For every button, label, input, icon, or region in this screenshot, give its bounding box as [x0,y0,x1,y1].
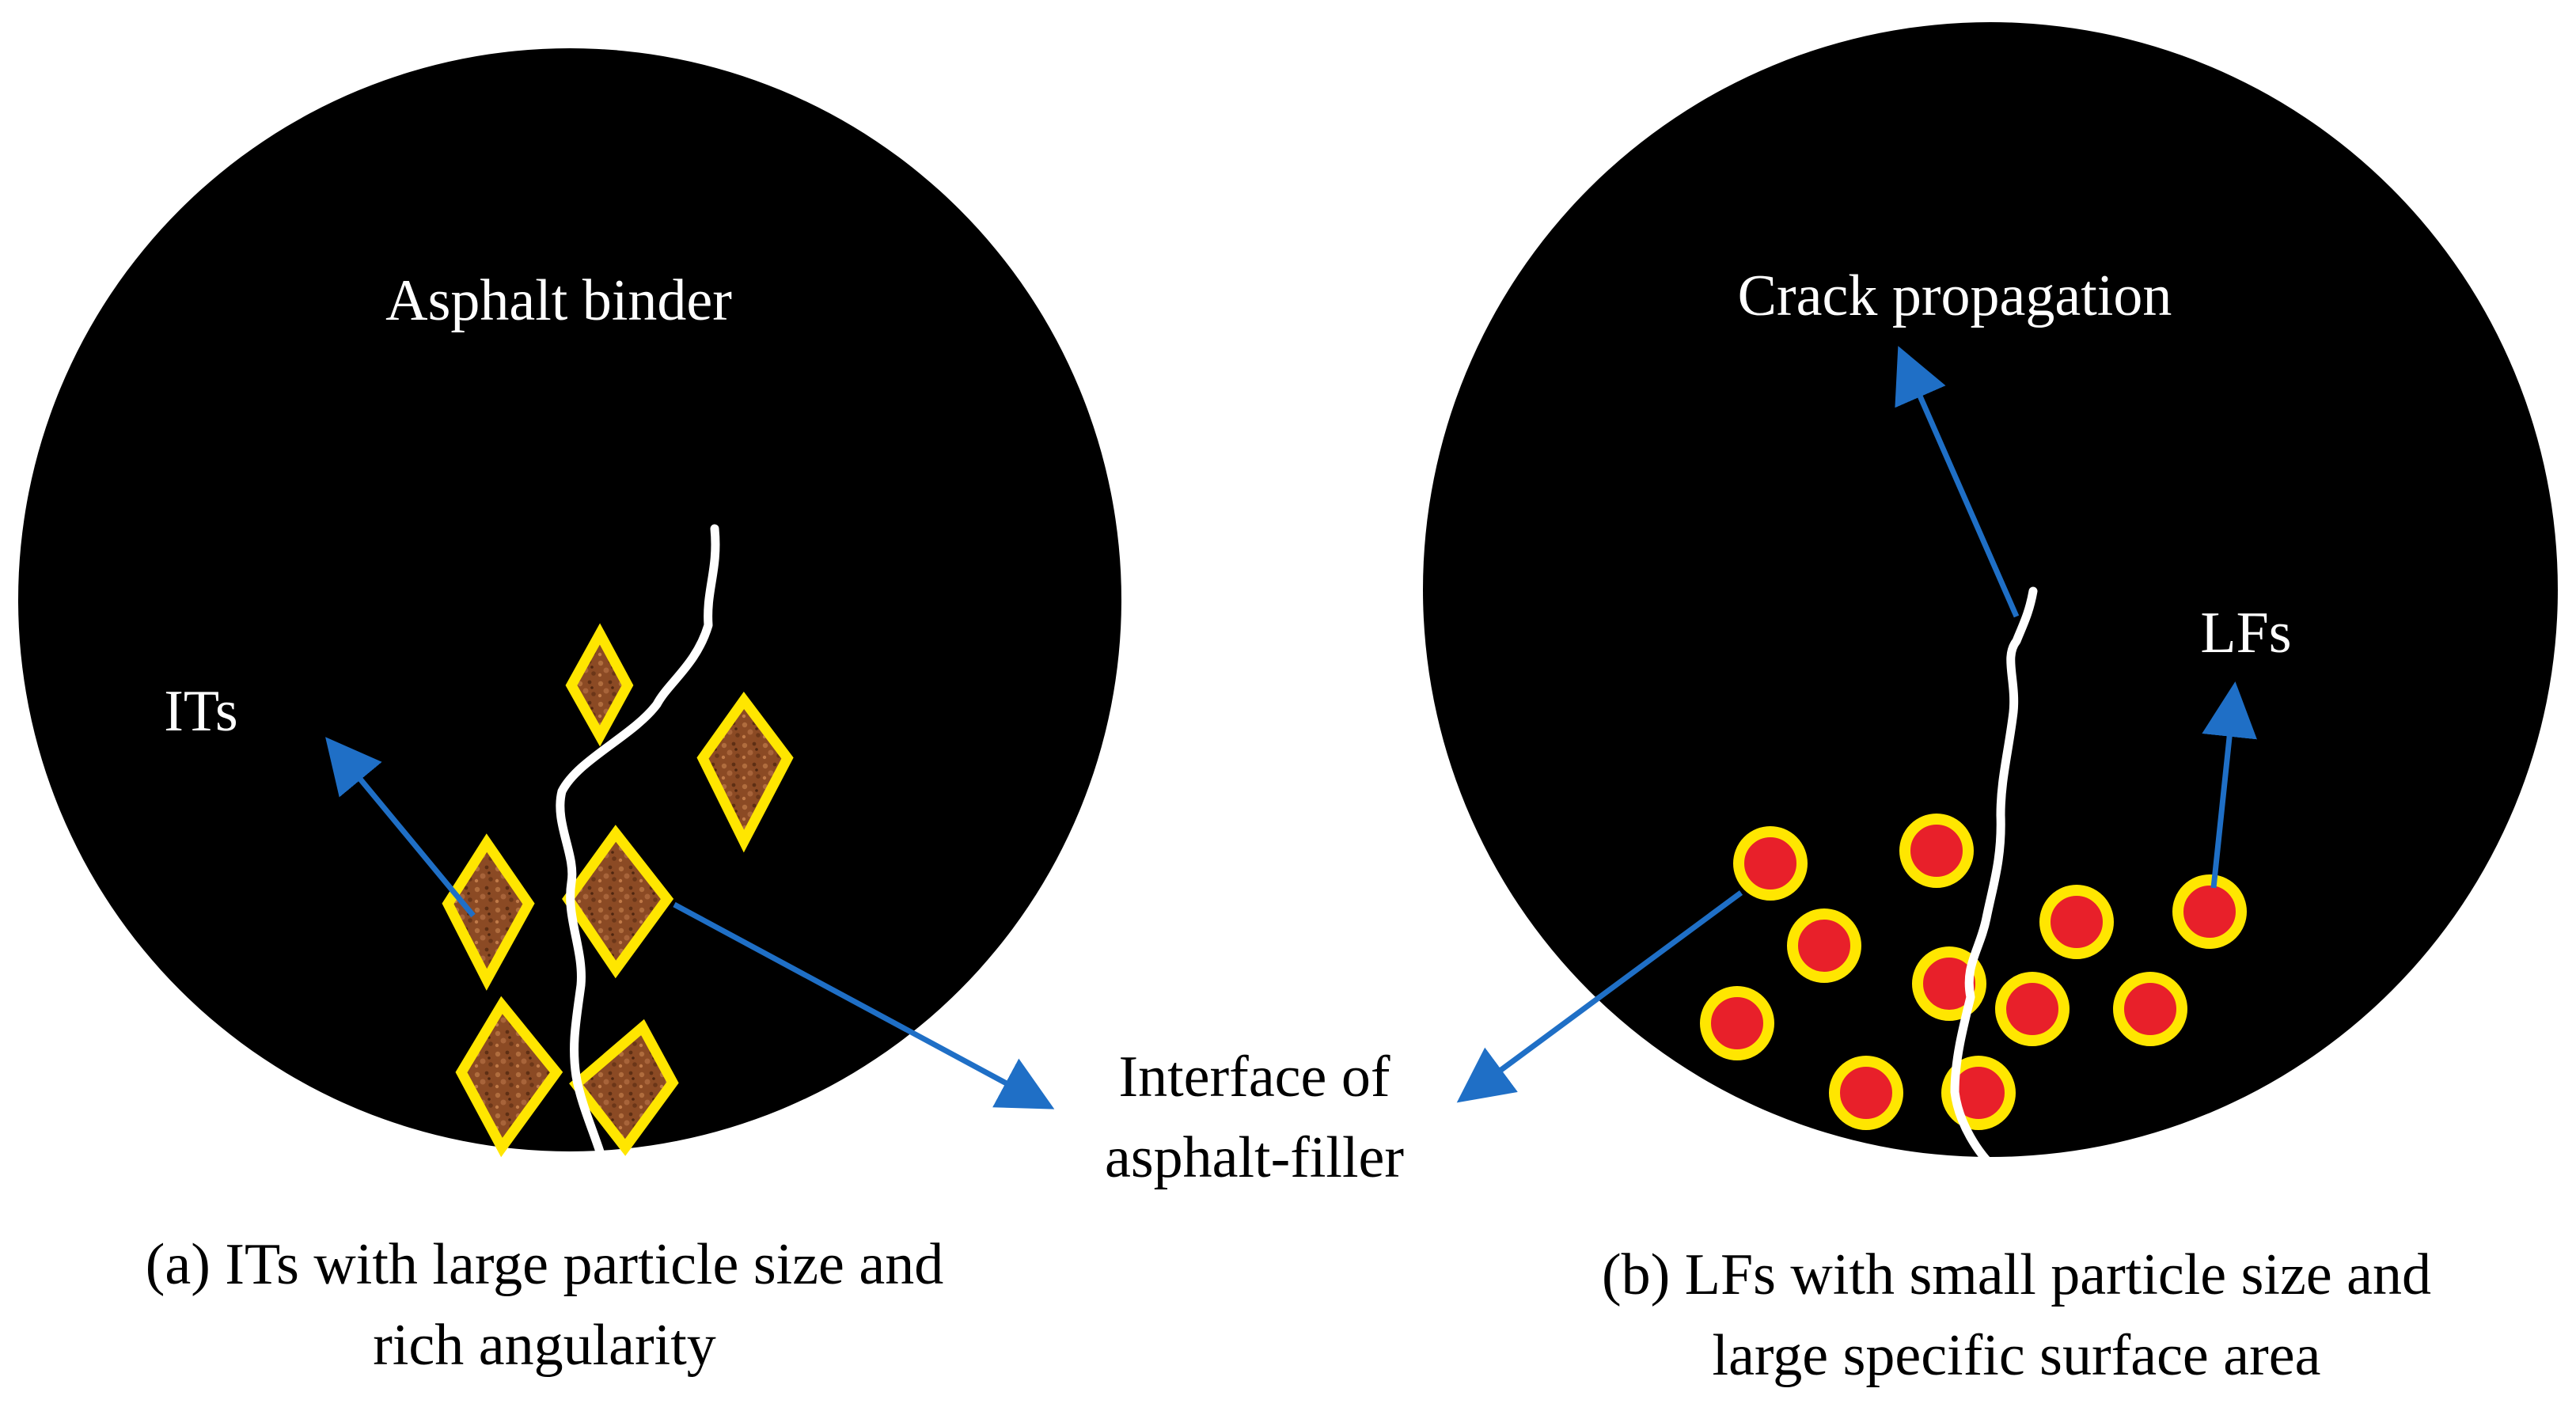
it-particle [565,623,634,747]
panel-b: Crack propagation LFs [1423,22,2558,1174]
caption-a-line1: (a) ITs with large particle size and [146,1232,943,1297]
crack-propagation-arrow [1895,346,2020,618]
crack-line-b [1950,586,2038,1174]
it-particle [562,825,674,979]
lf-particle [1912,946,1986,1021]
caption-b-line1: (b) LFs with small particle size and [1602,1242,2431,1307]
panel-a: Asphalt binder ITs [18,48,1121,1174]
binder-circle-b [1423,22,2558,1157]
lf-particle [1829,1056,1903,1130]
interface-arrow-b [1456,890,1743,1103]
crack-line-a [556,524,720,1174]
crack-propagation-label: Crack propagation [1738,264,2172,328]
binder-circle-a [18,48,1121,1151]
lf-particle [1733,826,1808,901]
it-particle [442,833,535,991]
lf-particle [2039,885,2114,959]
its-arrow [325,737,476,918]
lfs-arrow [2202,681,2257,889]
it-particle [569,1018,679,1156]
interface-label-line2: asphalt-filler [1105,1125,1404,1190]
lf-particle [2113,972,2187,1046]
lf-particle [1995,972,2070,1046]
lf-particle [1899,814,1974,888]
caption-a-line2: rich angularity [373,1313,716,1378]
it-particle [455,996,563,1158]
asphalt-binder-label: Asphalt binder [385,268,732,333]
interface-arrow-a [673,901,1055,1109]
lf-particle [1700,986,1774,1060]
caption-b-line2: large specific surface area [1713,1323,2321,1388]
it-particle [696,692,794,853]
its-label: ITs [164,679,237,744]
lf-particle [2172,874,2247,949]
lf-particle [1787,908,1861,983]
interface-label-line1: Interface of [1118,1045,1390,1109]
lfs-label: LFs [2200,601,2291,666]
